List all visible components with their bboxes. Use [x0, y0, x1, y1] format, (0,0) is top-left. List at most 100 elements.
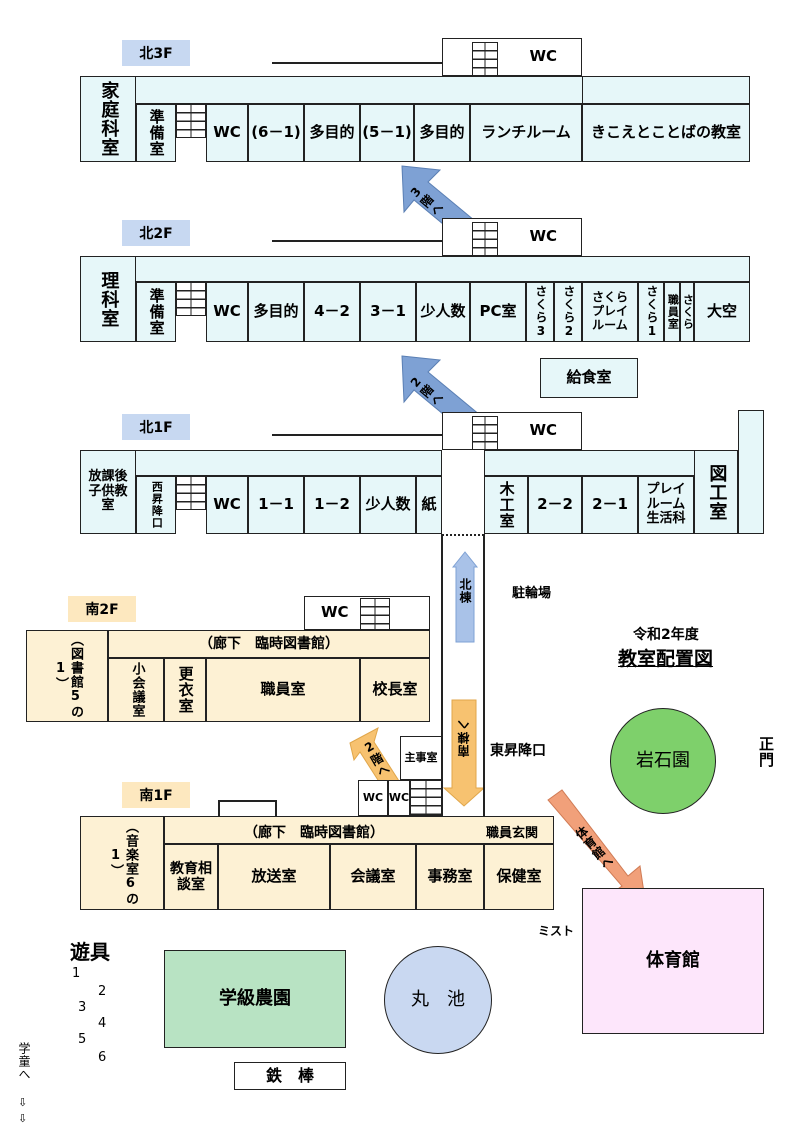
south1-room-5: 保健室	[484, 844, 554, 910]
north1-room-6: 紙	[416, 476, 442, 534]
south1-wall-top	[218, 800, 276, 802]
south1-corridor: （廊下 臨時図書館）	[244, 825, 384, 841]
south1-room-1: 教育相談室	[164, 844, 218, 910]
south2-room-0: （図書館5の1）	[26, 630, 108, 722]
north3-wc-top-label: WC	[529, 47, 557, 66]
south2-room-2: 更衣室	[164, 658, 206, 722]
south1-wc-1: WC	[358, 780, 388, 816]
north3-room-1: 準備室	[136, 104, 176, 162]
pond: 丸 池	[384, 946, 492, 1054]
south1-room-0: （音楽室6の1）	[80, 816, 164, 910]
arrow-north-bldg-label: 北棟	[458, 578, 472, 604]
south1-wc-2: WC	[388, 780, 410, 816]
north2-wc-top-label: WC	[529, 227, 557, 246]
bike-parking: 駐輪場	[512, 586, 552, 601]
north1-passage-dotted	[442, 534, 484, 536]
arrow-north-bldg	[451, 551, 479, 643]
north1-room-3: 1－1	[248, 476, 304, 534]
play-num-4: 4	[98, 1016, 107, 1031]
north3-corridor-right	[582, 76, 750, 104]
connector-left-wall	[441, 534, 443, 820]
gakudo-label: 学童へ	[17, 1042, 31, 1081]
north1-room-10: プレイルーム生活科	[638, 476, 694, 534]
north2-room-7: PC室	[470, 282, 526, 342]
north2-corridor	[80, 256, 750, 282]
arrow-to-gym	[547, 789, 647, 907]
south1-wall-right	[275, 800, 277, 816]
play-num-1: 1	[72, 966, 81, 981]
north3-room-8: きこえとことばの教室	[582, 104, 750, 162]
north1-wall-top	[272, 434, 442, 436]
play-num-3: 3	[78, 1000, 87, 1015]
north1-annex	[738, 410, 764, 534]
south1-stairs	[410, 780, 442, 816]
north2-room-1: 準備室	[136, 282, 176, 342]
arrow-south-bldg	[442, 699, 486, 807]
north1-room-2: WC	[206, 476, 248, 534]
south2-room-4: 校長室	[360, 658, 430, 722]
north3-room-6: 多目的	[414, 104, 470, 162]
north2-room-13: さくら	[680, 282, 694, 342]
north1-room-11: 図工室	[694, 450, 738, 534]
gym: 体育館	[582, 888, 764, 1034]
north1-room-4: 1－2	[304, 476, 360, 534]
playground-title: 遊具	[70, 940, 110, 964]
mist-label: ミスト	[538, 924, 575, 938]
north2-room-12: 職員室	[664, 282, 680, 342]
north2-room-9: さくら2	[554, 282, 582, 342]
play-num-2: 2	[98, 984, 107, 999]
north1-room-7: 木工室	[484, 476, 528, 534]
year-label: 令和2年度	[633, 627, 699, 643]
north1-room-0: 放課後子供教室	[80, 450, 136, 534]
play-num-5: 5	[78, 1032, 87, 1047]
connector-right-wall	[483, 534, 485, 816]
south2-corridor: （廊下 臨時図書館）	[108, 630, 430, 658]
north3-stairs	[176, 104, 206, 138]
north2-room-6: 少人数	[416, 282, 470, 342]
north2-room-4: 4－2	[304, 282, 360, 342]
north2-room-14: 大空	[694, 282, 750, 342]
north3-room-4: 多目的	[304, 104, 360, 162]
north3-room-5: (5－1)	[360, 104, 414, 162]
north1-room-1: 西昇降口	[136, 476, 176, 534]
down-arrow-icon: ⇩	[18, 1112, 28, 1125]
north1-room-5: 少人数	[360, 476, 416, 534]
north3-room-2: WC	[206, 104, 248, 162]
iron-bar: 鉄 棒	[234, 1062, 346, 1090]
south2-room-1: 小会議室	[108, 658, 164, 722]
floor-tag-south2: 南2F	[68, 596, 136, 622]
east-entrance: 東昇降口	[490, 743, 546, 759]
north1-room-9: 2－1	[582, 476, 638, 534]
north1-stairs-top	[472, 416, 498, 450]
south1-principal-office: 主事室	[400, 736, 442, 780]
south1-corridor-bg	[164, 816, 554, 844]
north2-wall-top	[272, 240, 442, 242]
north3-stairs-top	[472, 42, 498, 76]
south2-wc-top-label: WC	[321, 603, 349, 622]
north3-room-0: 家庭科室	[80, 76, 136, 162]
south1-room-4: 事務室	[416, 844, 484, 910]
south1-room-3: 会議室	[330, 844, 416, 910]
north2-room-0: 理科室	[80, 256, 136, 342]
north1-wc-top: WC	[442, 412, 582, 450]
floor-tag-north2: 北2F	[122, 220, 190, 246]
north2-room-10: さくらプレイルーム	[582, 282, 638, 342]
north1-room-8: 2－2	[528, 476, 582, 534]
south1-room-2: 放送室	[218, 844, 330, 910]
north2-room-3: 多目的	[248, 282, 304, 342]
south2-stairs	[360, 598, 390, 630]
rock-garden: 岩石園	[610, 708, 716, 814]
north2-stairs	[176, 282, 206, 316]
north2-room-2: WC	[206, 282, 248, 342]
north2-wc-top: WC	[442, 218, 582, 256]
main-gate: 正門	[757, 736, 775, 768]
down-arrow-icon: ⇩	[18, 1096, 28, 1109]
play-num-6: 6	[98, 1050, 107, 1065]
south1-wall-left	[218, 800, 220, 816]
north2-room-5: 3－1	[360, 282, 416, 342]
north3-wc-top: WC	[442, 38, 582, 76]
north2-stairs-top	[472, 222, 498, 256]
floor-tag-north3: 北3F	[122, 40, 190, 66]
north1-kitchen: 給食室	[540, 358, 638, 398]
north3-room-7: ランチルーム	[470, 104, 582, 162]
